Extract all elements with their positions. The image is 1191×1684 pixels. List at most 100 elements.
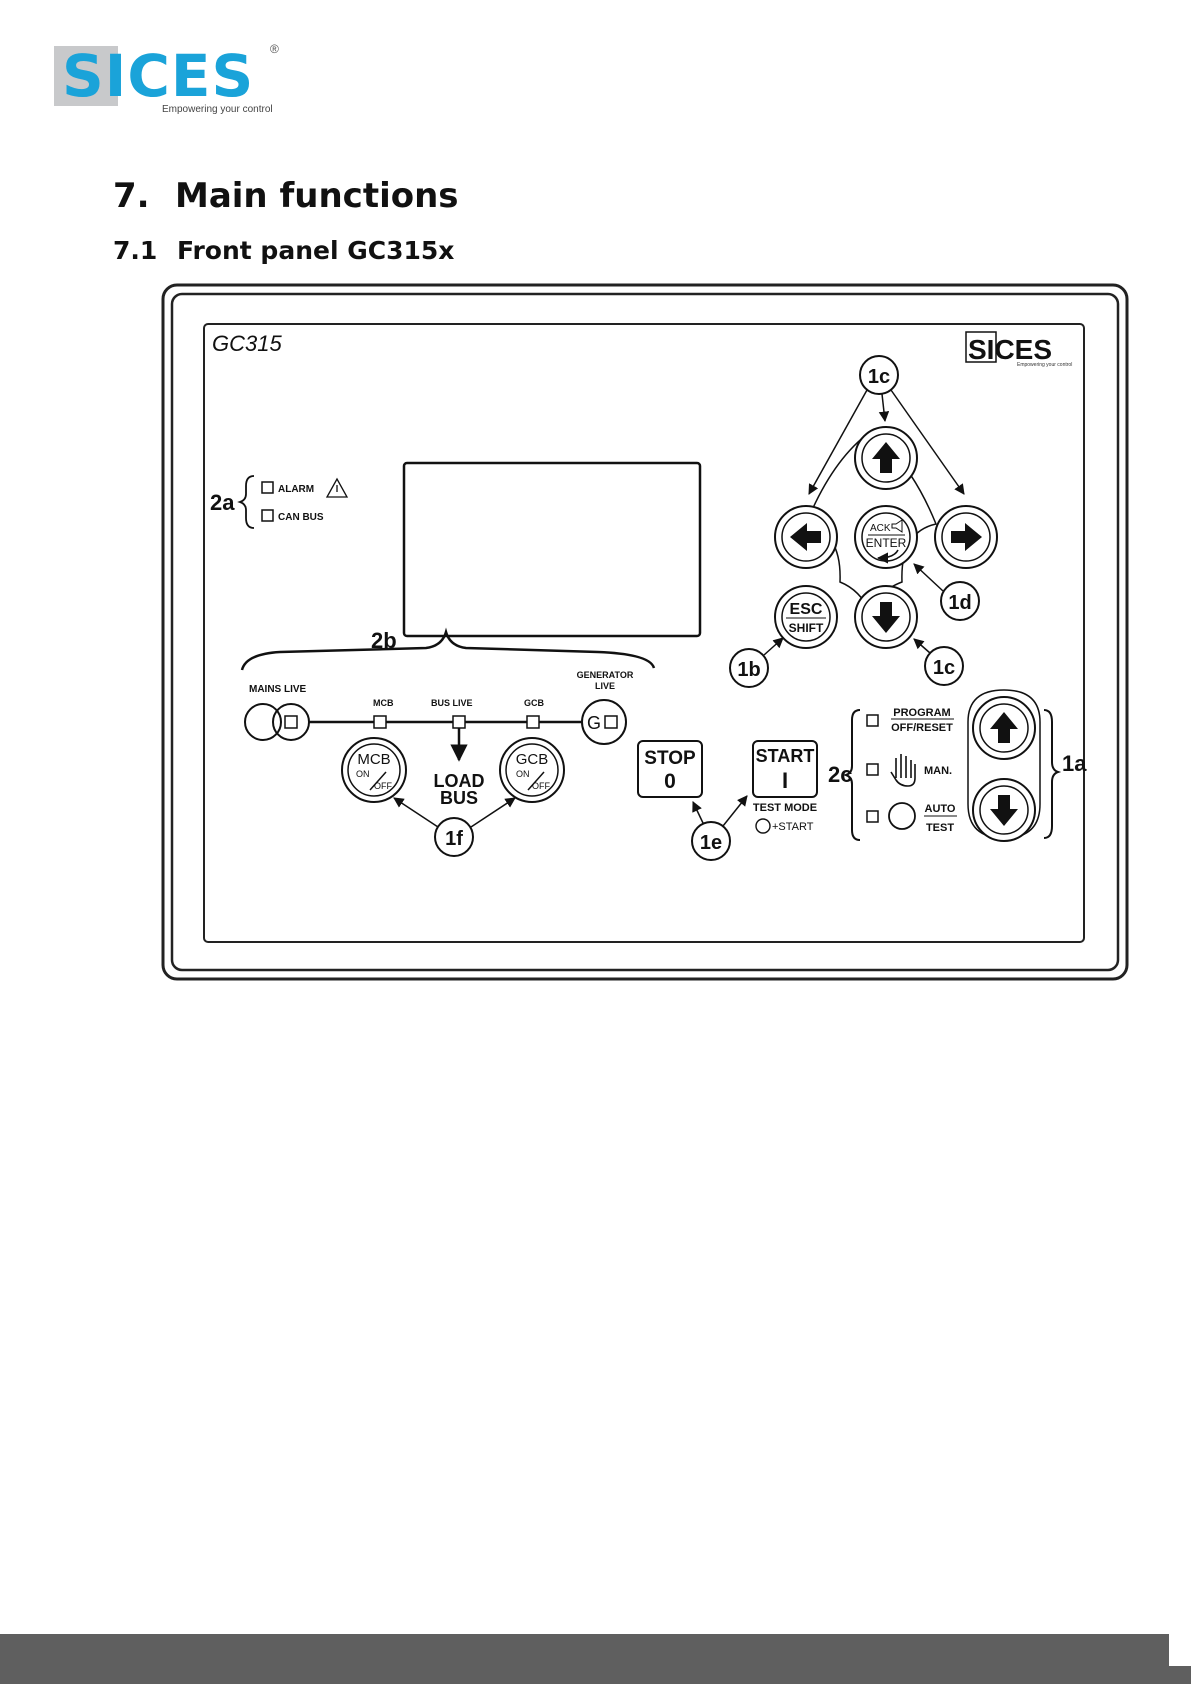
stop-button[interactable]: STOP 0 xyxy=(637,740,703,798)
logo-grey-block xyxy=(54,46,118,106)
mcb-button-label: MCB xyxy=(357,751,390,768)
mcb-led-label: MCB xyxy=(373,698,394,708)
arrow-1b xyxy=(763,637,784,656)
arrow-1e-stop xyxy=(692,801,704,824)
arrow-1e-start xyxy=(722,795,748,827)
gcb-slash xyxy=(527,771,545,791)
man-label: MAN. xyxy=(924,765,952,777)
panel-brand: SICES xyxy=(968,334,1052,365)
program-led xyxy=(866,714,879,727)
start-button[interactable]: START I xyxy=(752,740,818,798)
alarm-led xyxy=(261,481,274,494)
front-panel-figure: GC315 SICES Empowering your control 2a A… xyxy=(161,283,1129,981)
callout-1c-bottom-circle xyxy=(924,646,964,686)
start-button-symbol: I xyxy=(782,768,788,793)
callout-1f: 1f xyxy=(445,828,463,850)
arrow-right-icon xyxy=(951,523,982,551)
enter-key[interactable]: ACK ENTER xyxy=(854,505,918,569)
callout-1c-top: 1c xyxy=(868,366,890,388)
esc-label: ESC xyxy=(790,601,823,618)
panel-brand-tagline: Empowering your control xyxy=(1017,362,1072,368)
bus-label: BUS xyxy=(440,788,478,808)
brace-1a xyxy=(1043,709,1062,839)
enter-return-icon xyxy=(876,549,899,564)
esc-key[interactable]: ESC SHIFT xyxy=(774,585,838,649)
panel-inner-frame xyxy=(203,323,1085,943)
cycle-icon-small xyxy=(755,818,771,834)
man-led xyxy=(866,763,879,776)
mode-down-key[interactable] xyxy=(972,778,1036,842)
mains-live-led xyxy=(284,715,298,729)
arrow-1c-down xyxy=(913,638,931,654)
callout-1d: 1d xyxy=(948,592,971,614)
ack-label: ACK xyxy=(870,523,891,534)
brace-2b xyxy=(240,627,656,671)
gcb-button[interactable]: GCB ON OFF xyxy=(499,737,565,803)
model-label: GC315 xyxy=(212,331,282,356)
footer-corner xyxy=(1169,1634,1191,1666)
enter-label: ENTER xyxy=(866,536,907,550)
arrow-1f-gcb xyxy=(470,797,516,828)
mode-up-key[interactable] xyxy=(972,696,1036,760)
generator-symbol-letter: G xyxy=(587,713,601,733)
arrow-1d xyxy=(913,563,944,592)
mcb-off-label: OFF xyxy=(374,781,392,791)
arrow-1f-mcb xyxy=(393,797,439,828)
mains-live-label: MAINS LIVE xyxy=(249,684,307,695)
right-key[interactable] xyxy=(934,505,998,569)
section-title: Main functions xyxy=(175,176,459,216)
callout-1b-circle xyxy=(729,648,769,688)
test-mode-label: TEST MODE xyxy=(753,802,817,814)
lcd-display xyxy=(402,461,702,638)
panel-middle-frame xyxy=(170,292,1120,972)
program-label: PROGRAM xyxy=(893,707,950,719)
section-number: 7. xyxy=(113,176,150,216)
mcb-on-label: ON xyxy=(356,769,370,779)
callout-1e-circle xyxy=(691,821,731,861)
brand-s-box xyxy=(965,331,997,363)
start-button-label: START xyxy=(756,746,815,766)
section-heading: 7. Main functions xyxy=(113,176,459,216)
auto-led xyxy=(866,810,879,823)
generator-label-line2: LIVE xyxy=(595,681,615,691)
bus-live-led xyxy=(452,715,466,729)
gcb-on-label: ON xyxy=(516,769,530,779)
generator-label-line1: GENERATOR xyxy=(577,670,634,680)
generator-live-led xyxy=(604,715,618,729)
load-label: LOAD xyxy=(434,771,485,791)
subsection-number: 7.1 xyxy=(113,236,158,265)
mode-arrow-up-icon xyxy=(990,712,1018,743)
bus-live-label: BUS LIVE xyxy=(431,698,473,708)
arrow-up-icon xyxy=(872,442,900,473)
logo-registered-mark: ® xyxy=(270,42,279,56)
down-key[interactable] xyxy=(854,585,918,649)
brace-2c xyxy=(842,709,861,841)
test-mode-start: +START xyxy=(772,821,814,833)
mains-symbol-left xyxy=(244,703,282,741)
arrow-1c-left xyxy=(808,389,868,495)
gcb-led-label: GCB xyxy=(524,698,545,708)
stop-button-symbol: 0 xyxy=(664,770,676,793)
page-footer-bar xyxy=(0,1634,1191,1684)
callout-1c-top-circle xyxy=(859,355,899,395)
logo-text: SICES xyxy=(62,42,255,110)
left-key[interactable] xyxy=(774,505,838,569)
gcb-off-label: OFF xyxy=(532,781,550,791)
can-bus-led-label: CAN BUS xyxy=(278,512,324,523)
arrow-1c-right xyxy=(890,389,965,495)
logo-tagline: Empowering your control xyxy=(162,104,273,115)
hand-icon xyxy=(890,754,916,787)
up-key[interactable] xyxy=(854,426,918,490)
callout-1a: 1a xyxy=(1062,751,1087,776)
auto-label: AUTO xyxy=(925,803,956,815)
mcb-button[interactable]: MCB ON OFF xyxy=(341,737,407,803)
mode-arrow-down-icon xyxy=(990,795,1018,826)
arrow-down-icon xyxy=(872,602,900,633)
gcb-led xyxy=(526,715,540,729)
generator-symbol xyxy=(581,699,627,745)
panel-outer-frame xyxy=(161,283,1129,981)
mute-horn-icon xyxy=(891,519,903,533)
shift-label: SHIFT xyxy=(789,621,824,635)
alarm-led-label: ALARM xyxy=(278,484,314,495)
